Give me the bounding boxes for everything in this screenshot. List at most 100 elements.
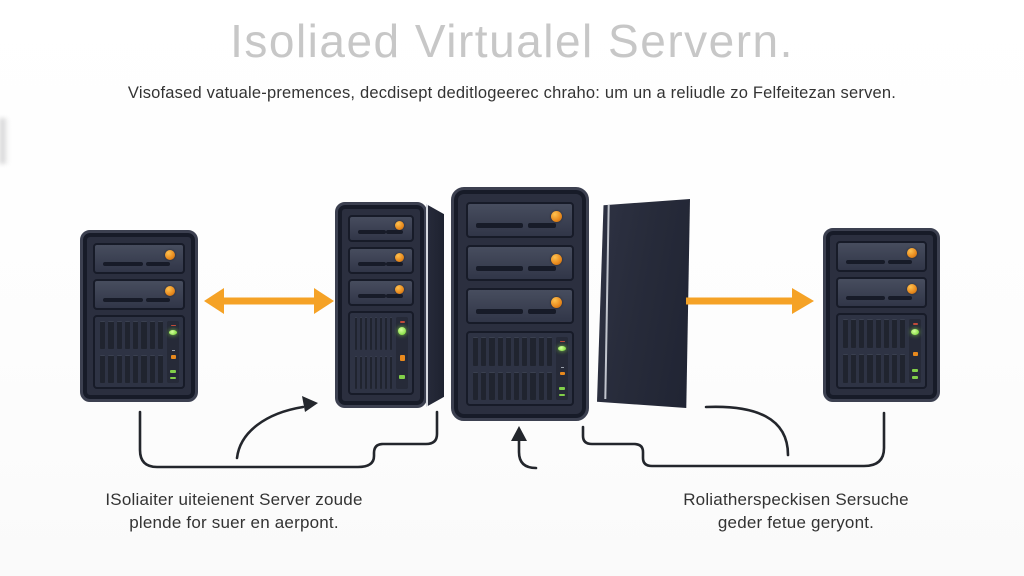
vent-slat — [891, 319, 897, 348]
drive-slot — [888, 260, 912, 264]
power-knob-icon — [551, 254, 562, 265]
drive-bay — [836, 241, 927, 272]
drive-bay — [466, 202, 574, 238]
power-led-green-icon — [911, 328, 919, 335]
vent-slat — [380, 317, 382, 350]
drive-slot — [103, 262, 143, 266]
drive-bay — [466, 288, 574, 324]
edge-artifact — [0, 118, 9, 164]
drive-slot — [846, 296, 886, 300]
drive-slot — [888, 296, 912, 300]
vent-slat — [530, 371, 536, 400]
vent-slat — [375, 356, 377, 389]
power-led-green-icon — [398, 327, 406, 335]
status-led-orange-icon — [912, 351, 918, 357]
vent-slat — [390, 356, 392, 389]
vent-slat — [100, 355, 106, 383]
vent-panel — [836, 313, 927, 389]
vent-slat — [380, 356, 382, 389]
vent-slat — [149, 355, 155, 383]
power-led-green-icon — [558, 346, 566, 352]
status-led-green-icon — [912, 375, 918, 380]
status-led-green-icon — [170, 370, 176, 373]
arrowhead-up — [511, 426, 527, 441]
power-knob-icon — [395, 221, 404, 230]
curve-back-tower — [704, 405, 790, 457]
status-led-green-icon — [170, 376, 176, 380]
vent-slat — [481, 371, 487, 400]
vent-slat — [355, 356, 357, 389]
drive-bay — [348, 279, 414, 306]
caption-left-line2: plende for suer en aerpont. — [129, 513, 339, 532]
vent-slat — [108, 355, 114, 383]
curved-arrow-up-right — [235, 405, 305, 460]
caption-right-line1: Roliatherspeckisen Sersuche — [683, 490, 909, 509]
vent-slat — [385, 317, 387, 350]
drive-slot — [385, 230, 403, 234]
vent-slat — [546, 371, 553, 400]
power-knob-icon — [907, 248, 917, 258]
vent-slat — [100, 321, 106, 349]
vent-slat — [365, 317, 367, 350]
vent-slat — [360, 356, 362, 389]
vent-slat — [867, 354, 873, 383]
vent-slat — [473, 337, 479, 366]
drive-slot — [528, 223, 557, 228]
vent-slat — [899, 319, 905, 348]
vent-slat — [530, 337, 536, 366]
vent-slat — [843, 354, 849, 383]
led-strip — [396, 317, 408, 389]
drive-slot — [528, 309, 557, 314]
vent-slat — [538, 371, 544, 400]
vent-slat — [489, 337, 495, 366]
vent-slat — [360, 317, 362, 350]
status-led-green-icon — [912, 368, 918, 372]
page-title: Isoliaed Virtualel Servern. — [230, 15, 794, 67]
vent-slat — [116, 355, 122, 383]
vent-slat — [133, 321, 139, 349]
vent-slat — [473, 371, 479, 400]
status-led-green-icon — [399, 375, 405, 379]
server-tower-mid — [335, 202, 427, 408]
drive-slot — [358, 294, 386, 298]
status-led-orange-icon — [559, 371, 565, 376]
drive-bay — [466, 245, 574, 281]
vent-slat — [505, 337, 512, 366]
vent-panel — [466, 331, 574, 406]
power-knob-icon — [165, 250, 175, 260]
vent-slat — [883, 319, 889, 348]
back-tower — [597, 199, 690, 408]
vent-slat — [505, 371, 512, 400]
status-led-green-icon — [559, 393, 565, 397]
drive-slot — [476, 309, 523, 314]
led-tick-icon — [560, 366, 564, 368]
vent-slat — [133, 355, 139, 383]
drive-bay — [93, 279, 185, 310]
vent-slat — [514, 371, 520, 400]
power-knob-icon — [395, 285, 404, 294]
page-subtitle: Visofased vatuale-premences, decdisept d… — [127, 84, 897, 102]
arrow-double-icon — [204, 288, 334, 314]
power-knob-icon — [551, 211, 562, 222]
arrow-right-icon — [686, 288, 814, 314]
vent-slat — [385, 356, 387, 389]
drive-slot — [358, 262, 386, 266]
vent-slat — [141, 321, 147, 349]
vent-slat — [370, 356, 372, 389]
caption-right-line2: geder fetue geryont. — [717, 513, 875, 532]
vent-slat — [157, 355, 163, 383]
status-led-orange-icon — [170, 355, 176, 359]
server-tower-left — [80, 230, 198, 402]
vent-slat — [522, 371, 528, 400]
vent-slat — [481, 337, 487, 366]
drive-slot — [146, 262, 170, 266]
drive-bay — [836, 277, 927, 308]
vent-slat — [370, 317, 372, 350]
caption-right: Roliatherspeckisen Sersuche geder fetue … — [648, 488, 944, 534]
drive-slot — [385, 294, 403, 298]
vent-slat — [497, 337, 503, 366]
drive-slot — [358, 230, 386, 234]
server-tower-center — [451, 187, 589, 421]
drive-slot — [476, 223, 523, 228]
